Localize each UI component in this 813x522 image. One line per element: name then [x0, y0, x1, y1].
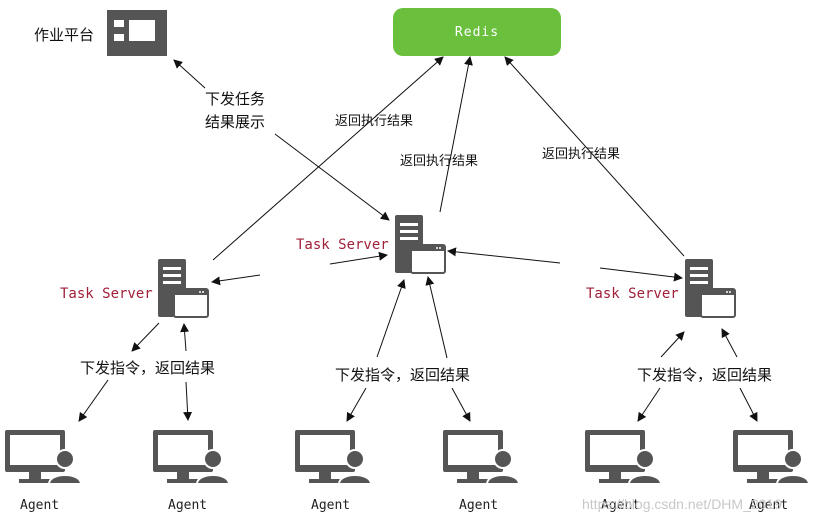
agent-label-5: Agent [601, 498, 641, 513]
redis-node: Redis [393, 8, 561, 56]
arrow-right-agent1 [637, 387, 661, 422]
agent-label-4: Agent [459, 498, 499, 513]
arrow-left-agent2 [183, 381, 193, 421]
watermark: https://blog.csdn.net/DHM_2019 [582, 496, 783, 512]
arrow-right-center-server [599, 267, 683, 282]
agent-command-label-right: 下发指令，返回结果 [637, 366, 773, 384]
arrow-center-server-to-redis [439, 56, 473, 213]
arrow-right-agent2 [739, 387, 758, 422]
arrow-left-agent1 [78, 379, 109, 422]
platform-label: 作业平台 [34, 26, 95, 44]
platform-window-icon [107, 10, 167, 56]
arrow-center-left-server [329, 251, 388, 265]
agent-label-1: Agent [20, 498, 60, 513]
server-icon-center [395, 215, 446, 274]
dispatch-label-line2: 结果展示 [205, 113, 266, 131]
arrow-center-agent1 [346, 387, 367, 422]
server-label-right: Task Server [586, 286, 679, 302]
agent-computer-icon [733, 430, 811, 485]
server-icon-left [158, 259, 209, 318]
agent-command-label-left: 下发指令，返回结果 [80, 359, 216, 377]
arrow-left-server-down [131, 322, 160, 352]
arrow-center-server-down [376, 279, 406, 358]
return-result-label-right: 返回执行结果 [542, 147, 621, 162]
dispatch-label-line1: 下发任务 [205, 90, 266, 108]
agent-computer-icon [585, 430, 663, 485]
agent-label-6: Agent [749, 498, 789, 513]
agent-computer-icon [295, 430, 373, 485]
server-icon-right [685, 259, 736, 318]
arrow-right-server-to-redis [504, 56, 685, 257]
agent-label-2: Agent [168, 498, 208, 513]
arrow-center-server-up [425, 276, 448, 359]
agent-command-label-center: 下发指令，返回结果 [335, 366, 471, 384]
arrow-right-server-down [660, 331, 685, 358]
agent-computer-icon [153, 430, 231, 485]
line-platform-to-center-server [274, 133, 390, 221]
return-result-label-center: 返回执行结果 [400, 154, 479, 169]
server-label-left: Task Server [60, 286, 153, 302]
agent-computer-icon [5, 430, 83, 485]
arrow-right-server-up [721, 328, 738, 358]
redis-label: Redis [454, 24, 500, 40]
server-label-center: Task Server [296, 237, 389, 253]
agent-computer-icon [443, 430, 521, 485]
arrow-left-server-to-redis [212, 56, 444, 261]
agent-label-3: Agent [311, 498, 351, 513]
arrow-dispatch-to-platform [173, 59, 206, 89]
return-result-label-left: 返回执行结果 [335, 114, 414, 129]
arrow-center-agent2 [451, 387, 471, 422]
arrow-left-server-up [180, 323, 190, 352]
arrow-center-right-server [447, 247, 561, 264]
arrow-left-center-server [211, 274, 261, 286]
